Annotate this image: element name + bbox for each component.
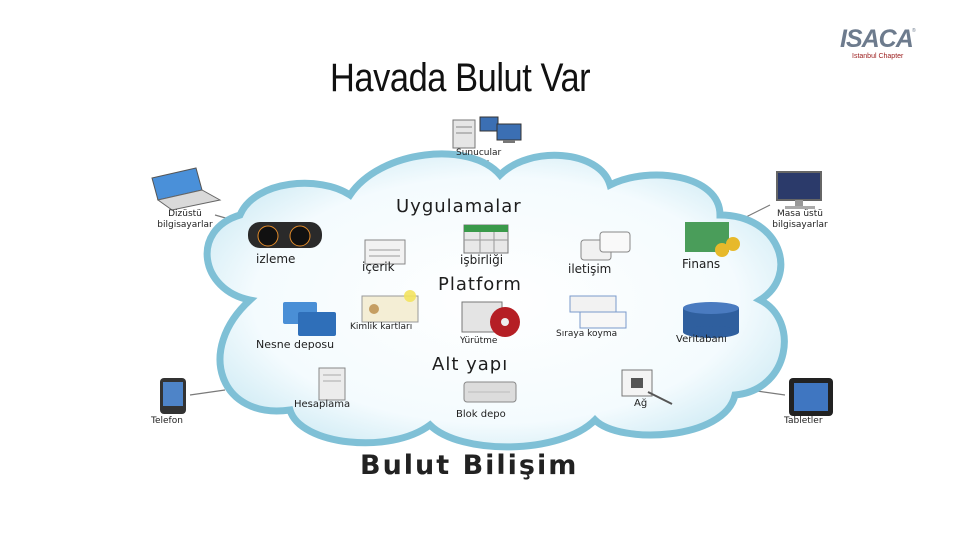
desktop-icon bbox=[776, 171, 822, 209]
label-tablets: Tabletler bbox=[784, 416, 823, 426]
calendar-icon bbox=[463, 224, 509, 254]
news-icon bbox=[364, 239, 406, 265]
tablet-icon bbox=[789, 378, 833, 416]
label-database: Veritabanı bbox=[676, 334, 727, 345]
label-collaboration: işbirliği bbox=[460, 253, 504, 267]
chat-bubbles-icon bbox=[580, 231, 631, 261]
folder-icon bbox=[283, 302, 336, 336]
computer-tower-icon bbox=[318, 367, 346, 401]
label-monitoring: izleme bbox=[256, 252, 296, 266]
label-phone: Telefon bbox=[151, 416, 183, 426]
label-finance: Finans bbox=[682, 257, 721, 271]
logo-registered-mark: ® bbox=[912, 28, 916, 34]
label-compute: Hesaplama bbox=[294, 399, 351, 410]
label-desktops: Masa üstü bilgisayarlar bbox=[772, 209, 828, 230]
server-icon bbox=[452, 116, 522, 149]
queue-windows-icon bbox=[569, 295, 627, 329]
label-servers: Sunucular bbox=[456, 148, 502, 158]
label-content: içerik bbox=[362, 260, 395, 274]
slide-title: Havada Bulut Var bbox=[330, 56, 591, 100]
label-identity: Kimlik kartları bbox=[350, 322, 413, 332]
execute-disc-icon bbox=[461, 301, 520, 337]
layer-infrastructure: Alt yapı bbox=[432, 354, 509, 375]
label-network: Ağ bbox=[634, 398, 648, 409]
id-card-icon bbox=[361, 290, 419, 323]
hard-drive-icon bbox=[463, 381, 517, 403]
finance-icon bbox=[685, 222, 740, 257]
phone-icon bbox=[160, 378, 186, 414]
logo-wordmark: ISACA bbox=[840, 25, 914, 53]
isaca-logo: ISACA ® Istanbul Chapter bbox=[840, 26, 920, 60]
diagram-caption: Bulut Bilişim bbox=[360, 450, 579, 481]
layer-platform: Platform bbox=[438, 274, 522, 295]
laptop-icon bbox=[151, 167, 222, 211]
label-queue: Sıraya koyma bbox=[556, 329, 618, 339]
label-block-storage: Blok depo bbox=[456, 409, 506, 420]
gauge-icon bbox=[248, 222, 322, 248]
network-jack-icon bbox=[621, 369, 673, 405]
label-object-storage: Nesne deposu bbox=[256, 338, 335, 351]
layer-applications: Uygulamalar bbox=[396, 196, 522, 217]
database-icon bbox=[683, 302, 739, 338]
label-runtime: Yürütme bbox=[460, 336, 498, 346]
label-communication: iletişim bbox=[568, 262, 612, 276]
label-laptops: Dizüstü bilgisayarlar bbox=[157, 209, 213, 230]
logo-chapter: Istanbul Chapter bbox=[852, 53, 904, 60]
